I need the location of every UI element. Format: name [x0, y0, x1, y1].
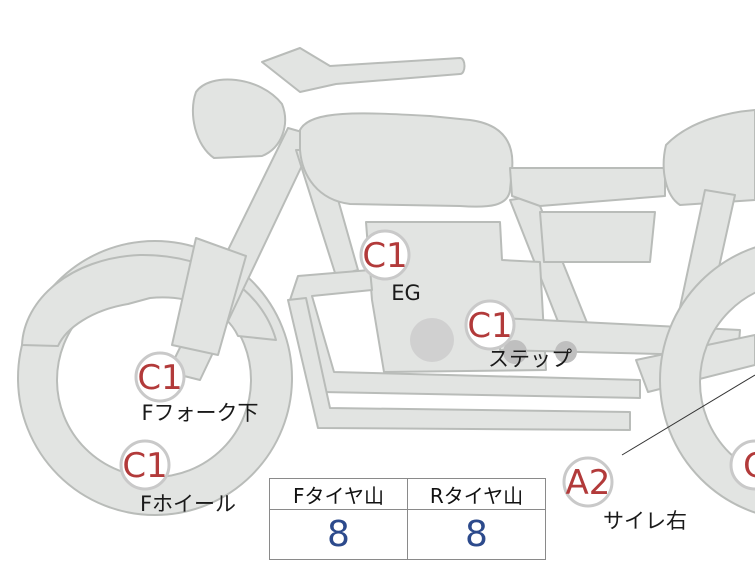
damage-location-label: Fフォーク下 — [141, 401, 258, 425]
damage-location-label: ステップ — [488, 347, 572, 371]
damage-marks: C1EGC1ステップC1Fフォーク下C1FホイールA2サイレ右C — [119, 229, 755, 533]
exhaust-lower — [287, 297, 631, 431]
damage-code: C — [743, 446, 755, 486]
fuel-tank — [299, 112, 514, 208]
rear-tire-value: 8 — [407, 509, 546, 560]
damage-tag-ring — [464, 299, 516, 351]
damage-mark: A2 サイレ右 — [562, 456, 687, 533]
damage-tag-ring — [359, 229, 411, 281]
rear-tire-header: Rタイヤ山 — [407, 478, 546, 510]
engine-cover — [410, 318, 454, 362]
tire-tread-table: Fタイヤ山 Rタイヤ山 8 8 — [269, 478, 546, 560]
motorcycle-outline — [17, 47, 755, 516]
damage-code: A2 — [566, 463, 611, 503]
front-tire-value: 8 — [269, 509, 408, 560]
headlight — [191, 78, 287, 159]
damage-location-label: サイレ右 — [603, 509, 687, 533]
damage-mark: C — [729, 439, 755, 491]
front-tire-header: Fタイヤ山 — [269, 478, 408, 510]
silencer-leader-line — [621, 374, 755, 456]
damage-location-label: EG — [391, 281, 421, 305]
side-panel — [539, 211, 656, 263]
handlebar — [261, 47, 466, 93]
seat — [509, 167, 666, 207]
damage-tag-ring — [729, 439, 755, 491]
damage-code: C1 — [137, 358, 182, 398]
damage-code: C1 — [362, 236, 407, 276]
fork-guard — [171, 237, 247, 356]
rear-seat — [662, 109, 755, 206]
step-peg-right — [555, 341, 577, 363]
step-peg-left — [503, 340, 527, 364]
damage-location-label: Fホイール — [140, 492, 236, 516]
damage-tag-ring — [562, 456, 614, 508]
damage-code: C1 — [467, 306, 512, 346]
damage-code: C1 — [122, 446, 167, 486]
damage-tag-ring — [134, 351, 186, 403]
damage-tag-ring — [119, 439, 171, 491]
